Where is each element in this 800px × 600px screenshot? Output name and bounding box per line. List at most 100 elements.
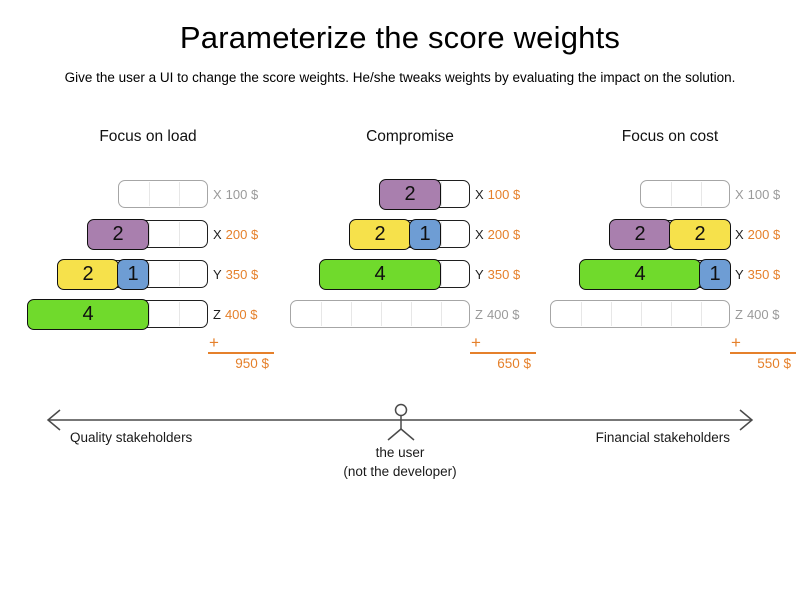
- user-label-line1: the user: [375, 445, 425, 460]
- process-block: 4: [319, 258, 441, 290]
- computer-name: X: [735, 226, 744, 242]
- computer-capacity-box: [550, 300, 730, 328]
- computer-capacity-box: [640, 180, 730, 208]
- scenario-title: Compromise: [366, 128, 454, 145]
- computer-cost: 350 $: [747, 266, 781, 282]
- computer-name: Y: [213, 266, 222, 282]
- computer-cost: 100 $: [487, 186, 521, 202]
- cell-divider: [611, 302, 612, 326]
- computer-cost: 100 $: [747, 186, 781, 202]
- cell-divider: [441, 302, 442, 326]
- computer-name: X: [475, 186, 484, 202]
- process-block: 1: [699, 258, 731, 290]
- sum-total: 550 $: [757, 356, 791, 371]
- computer-name: Z: [213, 306, 221, 322]
- process-block: 2: [609, 218, 671, 250]
- cell-divider: [179, 302, 180, 326]
- cell-divider: [671, 302, 672, 326]
- computer-capacity-box: 2: [87, 218, 208, 250]
- process-block: 2: [669, 218, 731, 250]
- computer-name: X: [475, 226, 484, 242]
- cell-divider: [351, 302, 352, 326]
- cell-divider: [441, 222, 442, 246]
- computer-name: Y: [475, 266, 484, 282]
- cell-divider: [179, 182, 180, 206]
- cell-divider: [149, 222, 150, 246]
- cell-divider: [671, 182, 672, 206]
- cell-divider: [441, 182, 442, 206]
- computer-capacity-box: [290, 300, 470, 328]
- cell-divider: [149, 182, 150, 206]
- cell-divider: [149, 302, 150, 326]
- cell-divider: [411, 302, 412, 326]
- cell-divider: [179, 262, 180, 286]
- cell-divider: [641, 302, 642, 326]
- computer-name: X: [213, 226, 222, 242]
- sum-plus-icon: +: [731, 333, 741, 352]
- computer-cost: 400 $: [224, 306, 258, 322]
- process-block: 4: [579, 258, 701, 290]
- left-arrowhead-icon: [46, 409, 61, 431]
- computer-cost: 200 $: [747, 226, 781, 242]
- process-block: 2: [87, 218, 149, 250]
- sum-line: [470, 352, 536, 354]
- page-title: Parameterize the score weights: [179, 20, 621, 55]
- cell-divider: [701, 302, 702, 326]
- computer-capacity-box: [118, 180, 208, 208]
- computer-name: X: [213, 186, 222, 202]
- sum-line: [730, 352, 796, 354]
- computer-cost: 350 $: [225, 266, 259, 282]
- sum-plus-icon: +: [209, 333, 219, 352]
- sum-line: [208, 352, 274, 354]
- financial-stakeholders-label: Financial stakeholders: [595, 430, 730, 445]
- cell-divider: [179, 222, 180, 246]
- cell-divider: [581, 302, 582, 326]
- page-subtitle: Give the user a UI to change the score w…: [64, 70, 736, 85]
- computer-capacity-box: 4: [319, 258, 470, 290]
- computer-cost: 400 $: [746, 306, 780, 322]
- user-stick-figure-icon: [387, 403, 415, 441]
- computer-name: Z: [735, 306, 743, 322]
- user-label-line2: (not the developer): [343, 464, 457, 479]
- cell-divider: [701, 182, 702, 206]
- computer-capacity-box: 2: [379, 178, 470, 210]
- computer-name: Z: [475, 306, 483, 322]
- computer-cost: 400 $: [486, 306, 520, 322]
- sum-total: 950 $: [235, 356, 269, 371]
- cell-divider: [381, 302, 382, 326]
- computer-name: Y: [735, 266, 744, 282]
- process-block: 1: [117, 258, 149, 290]
- cell-divider: [321, 302, 322, 326]
- scenario-title: Focus on load: [99, 128, 197, 145]
- cell-divider: [441, 262, 442, 286]
- quality-stakeholders-label: Quality stakeholders: [70, 430, 193, 445]
- cell-divider: [149, 262, 150, 286]
